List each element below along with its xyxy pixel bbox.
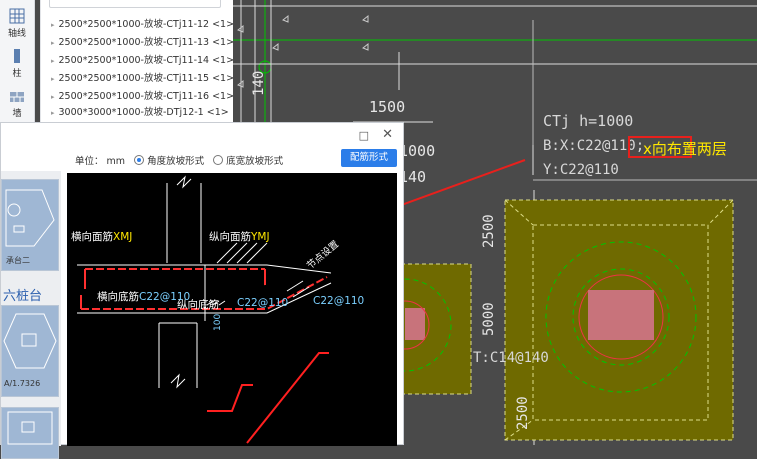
drawing-label-long-top: 纵向面筋YMJ (209, 231, 270, 243)
thumbnail-title: 六桩台 (3, 289, 43, 304)
tree-item[interactable]: ▸3000*3000*1000-放坡-DTj12-1 <1> (51, 107, 229, 118)
cad-drawing (233, 0, 757, 445)
tool-axis[interactable]: 轴线 (0, 8, 34, 39)
drawing-label-top-bar: 横向面筋XMJ (71, 231, 133, 243)
section-drawing: 横向面筋XMJ 纵向面筋YMJ 横向底筋C22@110 纵向底筋 C22@110… (67, 173, 397, 446)
cad-label-t: T:C14@140 (473, 350, 549, 366)
cad-dim-2500-bottom: 2500 (515, 396, 531, 430)
tool-column-label: 柱 (12, 69, 22, 79)
thumbnail-item[interactable]: A/1.7326 (1, 305, 59, 397)
cad-dim-left-top: 140 (251, 70, 267, 96)
footing-dialog: □ ✕ 单位： mm 角度放坡形式 底宽放坡形式 配筋形式 承台二 六桩台 A/… (0, 122, 404, 459)
caret-right-icon: ▸ (51, 57, 55, 65)
caret-right-icon: ▸ (51, 39, 55, 47)
component-tree: ▸2500*2500*1000-放坡-CTj11-12 <1> ▸2500*25… (40, 0, 234, 122)
cad-dim-2500-top: 2500 (481, 214, 497, 248)
radio-checked-icon (134, 155, 145, 165)
radio-unchecked-icon (213, 155, 224, 165)
tree-item[interactable]: ▸2500*2500*1000-放坡-CTj11-12 <1> (51, 19, 235, 30)
unit-row: 单位： mm 角度放坡形式 底宽放坡形式 (75, 153, 283, 167)
radio-angle[interactable]: 角度放坡形式 (134, 155, 204, 167)
drawing-label-long-bottom-code: C22@110 (237, 297, 289, 309)
cad-label-y: Y:C22@110 (543, 162, 619, 178)
drawing-label-bottom-bar: 横向底筋C22@110 (97, 291, 191, 303)
cad-highlight-box (628, 136, 692, 158)
tool-wall-label: 墙 (12, 109, 22, 119)
unit-value: mm (106, 156, 126, 167)
tree-item[interactable]: ▸2500*2500*1000-放坡-CTj11-13 <1> (51, 37, 235, 48)
cad-dim-5000: 5000 (481, 302, 497, 336)
drawing-label-side: C22@110 (313, 295, 365, 307)
grid-icon (9, 8, 25, 24)
caret-right-icon: ▸ (51, 93, 55, 101)
radio-width[interactable]: 底宽放坡形式 (213, 155, 283, 167)
cad-dim-top: 1500 (369, 98, 406, 116)
section-svg (77, 175, 332, 444)
tool-wall[interactable]: 墙 (0, 90, 34, 119)
pile-cap-icon (7, 411, 53, 445)
thumbnail-item[interactable] (1, 407, 59, 459)
column-icon (14, 49, 20, 63)
unit-label: 单位： (75, 156, 104, 167)
thumbnail-label: 承台二 (6, 256, 30, 265)
wall-icon (10, 92, 24, 102)
tree-item[interactable]: ▸2500*2500*1000-放坡-CTj11-14 <1> (51, 55, 235, 66)
cad-label-bx: B:X:C22@110; (543, 138, 645, 154)
hexagon-pile-icon (3, 313, 57, 369)
tool-axis-label: 轴线 (7, 29, 26, 39)
tree-item[interactable]: ▸2500*2500*1000-放坡-CTj11-16 <1> (51, 91, 235, 102)
caret-right-icon: ▸ (51, 75, 55, 83)
caret-right-icon: ▸ (51, 21, 55, 29)
thumbnail-label: A/1.7326 (4, 379, 41, 388)
thumbnail-item[interactable]: 承台二 (1, 179, 59, 271)
cad-label-title: CTj h=1000 (543, 112, 634, 130)
close-icon[interactable]: ✕ (382, 127, 393, 142)
tool-strip: 轴线 柱 墙 (0, 0, 35, 122)
reinforcement-form-button[interactable]: 配筋形式 (341, 149, 397, 167)
drawing-label-100: 100 (213, 313, 223, 331)
caret-right-icon: ▸ (51, 109, 55, 117)
cad-callout: x向布置两层 (643, 140, 727, 158)
thumbnail-list: 承台二 六桩台 A/1.7326 (1, 171, 61, 459)
tree-item[interactable]: ▸2500*2500*1000-放坡-CTj11-15 <1> (51, 73, 235, 84)
maximize-icon[interactable]: □ (358, 129, 369, 142)
tool-column[interactable]: 柱 (0, 48, 34, 79)
footing-thumbnail-icon (5, 189, 55, 247)
tree-search-input[interactable] (49, 0, 221, 8)
drawing-label-long-bottom: 纵向底筋 (177, 299, 219, 311)
cad-dim-1000: 1000 (399, 142, 436, 160)
